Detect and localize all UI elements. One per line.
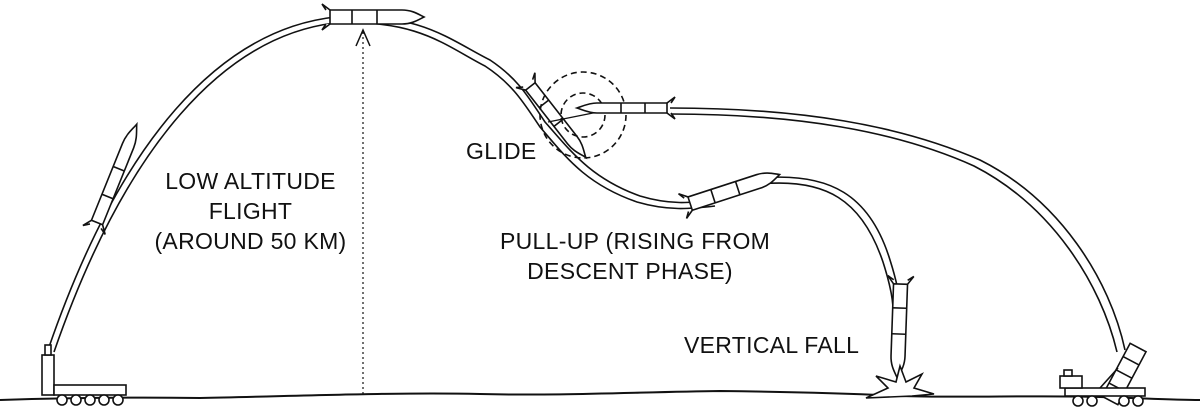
pull-up-label: PULL-UP (RISING FROM DESCENT PHASE)	[500, 226, 771, 286]
glide-text: GLIDE	[466, 138, 537, 164]
interceptor-missile-icon	[574, 96, 676, 120]
vertical-fall-label: VERTICAL FALL	[684, 330, 859, 360]
glide-label: GLIDE	[466, 136, 537, 166]
interceptor-launcher-truck-icon	[1059, 342, 1148, 407]
missile-apex-icon	[321, 3, 426, 31]
launcher-truck-left-icon	[41, 344, 127, 406]
pull-up-line-2: DESCENT PHASE)	[527, 258, 733, 284]
pull-up-line-1: PULL-UP (RISING FROM	[500, 228, 771, 254]
low-altitude-line-3: (AROUND 50 KM)	[154, 228, 347, 254]
missile-falling-icon	[887, 274, 915, 380]
low-altitude-line-1: LOW ALTITUDE	[165, 168, 336, 194]
vertical-fall-text: VERTICAL FALL	[684, 332, 860, 358]
ground-line	[0, 389, 1200, 401]
missile-pullup-icon	[678, 172, 782, 219]
intercept-target-circles-icon	[539, 71, 627, 159]
interceptor-trajectory	[669, 107, 1126, 353]
fall-trajectory	[759, 176, 901, 311]
main-trajectory	[47, 15, 716, 353]
explosion-icon	[865, 363, 935, 399]
low-altitude-label: LOW ALTITUDE FLIGHT (AROUND 50 KM)	[128, 166, 373, 256]
missile-ascending-icon	[82, 121, 138, 235]
low-altitude-line-2: FLIGHT	[208, 198, 293, 224]
apex-arrow-icon	[355, 28, 371, 47]
